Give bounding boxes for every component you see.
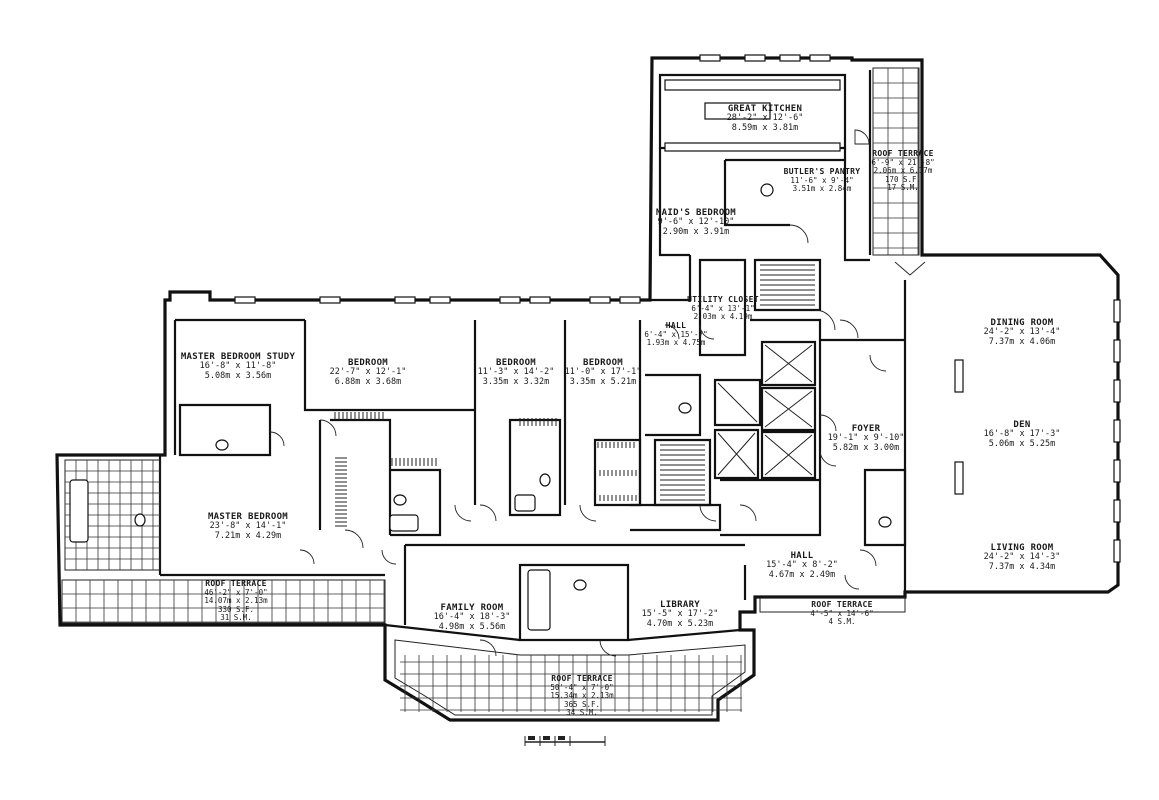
door-swings [269,129,926,657]
interior-walls [158,70,907,642]
exterior-walls [55,56,1120,722]
fixtures [69,54,1121,631]
scale-bar [524,736,606,746]
terrace-tiles [61,67,920,716]
